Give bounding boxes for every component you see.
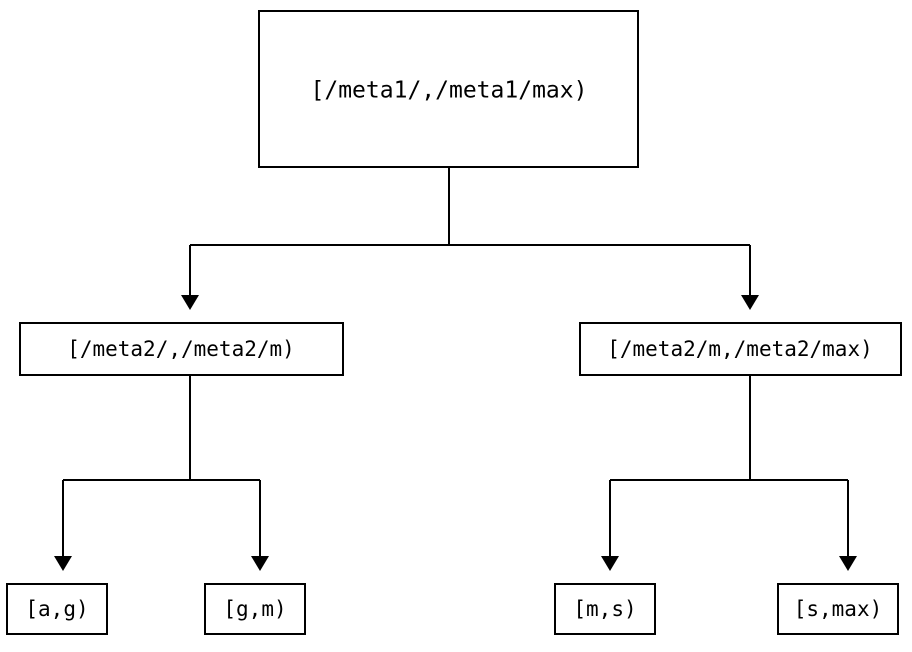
edge-group-midright-to-leaves — [601, 375, 857, 571]
arrowhead-root-to-mid-right — [741, 295, 759, 310]
node-leaf-2[interactable]: [g,m) — [204, 583, 306, 635]
node-mid-right-box[interactable] — [579, 322, 902, 376]
node-leaf-1-label: [a,g) — [25, 597, 88, 621]
node-leaf-3-label: [m,s) — [573, 597, 636, 621]
arrowhead-mid-left-to-leaf1 — [54, 556, 72, 571]
node-mid-left-box[interactable] — [19, 322, 344, 376]
node-root-box[interactable] — [258, 10, 639, 168]
node-leaf-4-label: [s,max) — [794, 597, 883, 621]
node-root[interactable]: [/meta1/,/meta1/max) — [258, 10, 639, 168]
edge-group-midleft-to-leaves — [54, 375, 269, 571]
node-leaf-2-label: [g,m) — [223, 597, 286, 621]
node-leaf-3-box[interactable] — [554, 583, 656, 635]
arrowhead-mid-right-to-leaf3 — [601, 556, 619, 571]
node-root-label: [/meta1/,/meta1/max) — [311, 78, 588, 104]
arrowhead-mid-right-to-leaf4 — [839, 556, 857, 571]
node-leaf-4[interactable]: [s,max) — [777, 583, 899, 635]
node-leaf-4-box[interactable] — [777, 583, 899, 635]
arrowhead-root-to-mid-left — [181, 295, 199, 310]
node-leaf-2-box[interactable] — [204, 583, 306, 635]
node-leaf-3[interactable]: [m,s) — [554, 583, 656, 635]
node-mid-left-label: [/meta2/,/meta2/m) — [67, 337, 295, 361]
edge-group-root-to-level2 — [181, 167, 759, 310]
node-mid-left[interactable]: [/meta2/,/meta2/m) — [19, 322, 344, 376]
node-leaf-1[interactable]: [a,g) — [6, 583, 108, 635]
node-leaf-1-box[interactable] — [6, 583, 108, 635]
arrowhead-mid-left-to-leaf2 — [251, 556, 269, 571]
node-mid-right-label: [/meta2/m,/meta2/max) — [607, 337, 873, 361]
node-mid-right[interactable]: [/meta2/m,/meta2/max) — [579, 322, 902, 376]
